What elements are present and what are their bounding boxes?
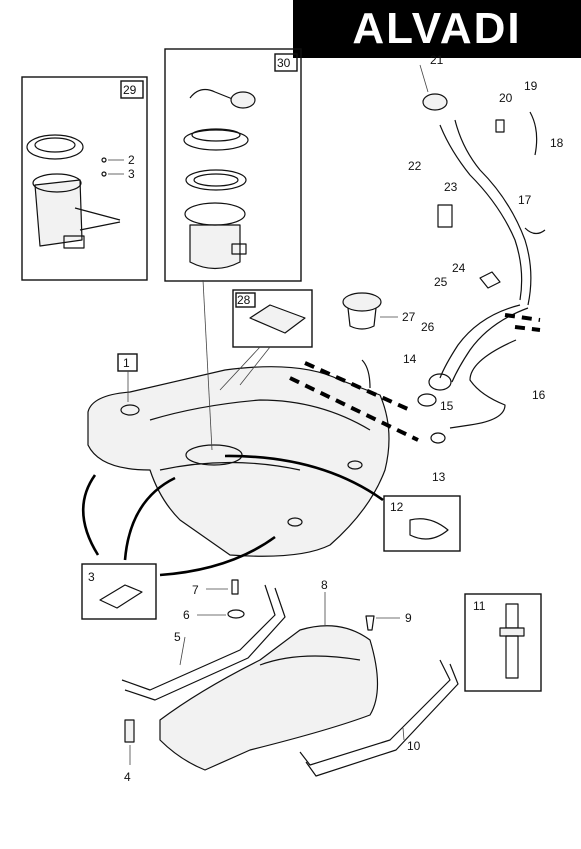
callout-26: 26 <box>421 320 435 334</box>
callout-6: 6 <box>183 608 190 622</box>
bolt-part-4: 4 <box>124 719 135 784</box>
callout-21: 21 <box>430 53 444 67</box>
dashed-connection-lines <box>289 313 541 442</box>
callout-14: 14 <box>403 352 417 366</box>
brand-logo: ALVADI <box>293 0 581 58</box>
callout-5: 5 <box>174 630 181 644</box>
inset-box-12: 12 <box>383 495 461 552</box>
brand-logo-text: ALVADI <box>352 4 522 53</box>
nut-part-9: 9 <box>365 611 412 631</box>
callout-11: 11 <box>473 599 486 613</box>
callout-9: 9 <box>405 611 412 625</box>
callout-4: 4 <box>124 770 131 784</box>
washer-part-6: 6 <box>183 608 245 622</box>
callout-23: 23 <box>444 180 458 194</box>
callout-17: 17 <box>518 193 532 207</box>
inset-box-3: 3 <box>81 563 157 620</box>
callout-15: 15 <box>440 399 454 413</box>
callout-28: 28 <box>237 293 251 307</box>
callout-18: 18 <box>550 136 564 150</box>
callout-30: 30 <box>277 56 291 70</box>
callout-1: 1 <box>123 356 130 370</box>
callout-10: 10 <box>407 739 421 753</box>
callout-3: 3 <box>128 167 135 181</box>
callout-3-kit: 3 <box>88 570 95 584</box>
callout-12: 12 <box>390 500 404 514</box>
callout-25: 25 <box>434 275 448 289</box>
inset-box-11: 11 <box>464 593 542 692</box>
callout-24: 24 <box>452 261 466 275</box>
inset-box-29: 29 2 3 <box>21 76 148 281</box>
callout-7: 7 <box>192 583 199 597</box>
callout-20: 20 <box>499 91 513 105</box>
filler-cap-part-27: 27 <box>342 292 416 330</box>
fuel-tank-part-1: 1 <box>87 279 390 557</box>
filler-pipe-assembly: 21 20 19 18 17 22 23 24 25 26 14 15 16 1… <box>361 53 564 484</box>
strap-part-10: 10 <box>299 659 459 777</box>
reference-arrows <box>81 454 384 577</box>
callout-16: 16 <box>532 388 546 402</box>
callout-13: 13 <box>432 470 446 484</box>
callout-8: 8 <box>321 578 328 592</box>
callout-29: 29 <box>123 83 137 97</box>
inset-box-30: 30 <box>164 48 302 282</box>
callout-22: 22 <box>408 159 422 173</box>
heat-shield-part-8: 8 <box>159 578 379 771</box>
screw-part-7: 7 <box>192 579 239 597</box>
inset-box-28: 28 <box>219 289 313 391</box>
strap-part-5: 5 <box>121 584 286 701</box>
callout-2: 2 <box>128 153 135 167</box>
callout-19: 19 <box>524 79 538 93</box>
callout-27: 27 <box>402 310 416 324</box>
